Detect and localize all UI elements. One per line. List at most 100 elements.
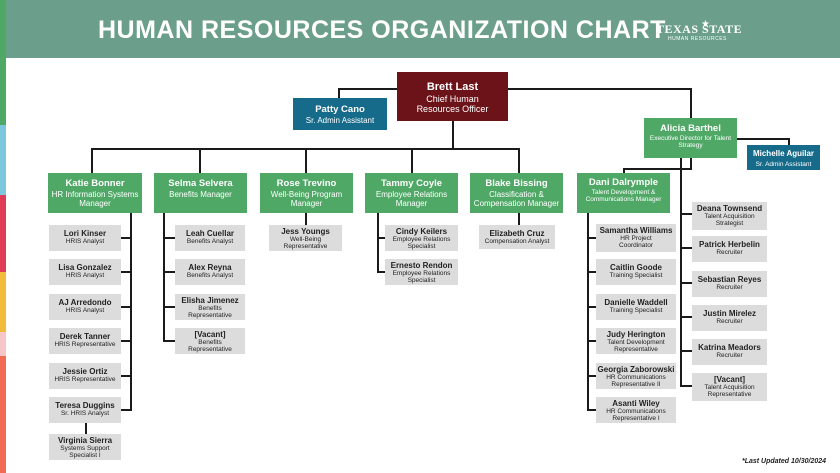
manager-name: Selma Selvera — [168, 178, 233, 189]
manager-box: Katie Bonner HR Information Systems Mana… — [48, 173, 142, 213]
connector — [737, 138, 789, 140]
staff-name: Lisa Gonzalez — [58, 263, 112, 272]
manager-title: Employee Relations Manager — [375, 190, 448, 208]
staff-name: Elizabeth Cruz — [489, 229, 545, 238]
connector — [587, 409, 596, 411]
staff-title: Benefits Representative — [188, 339, 232, 353]
connector — [411, 148, 413, 173]
stripe-coral — [0, 356, 6, 473]
staff-name: Samantha Williams — [599, 226, 673, 235]
manager-name: Katie Bonner — [65, 178, 125, 189]
connector — [121, 237, 132, 239]
connector — [163, 237, 175, 239]
staff-name: Sebastian Reyes — [697, 275, 762, 284]
staff-name: Caitlin Goode — [610, 263, 662, 272]
staff-title: Systems Support Specialist I — [60, 445, 110, 459]
chief-name: Brett Last — [426, 81, 479, 93]
staff-name: Judy Herington — [606, 330, 666, 339]
assistant-exec-title: Sr. Admin Assistant — [755, 161, 812, 168]
staff-title: Benefits Representative — [188, 305, 232, 319]
connector — [305, 213, 307, 225]
star-icon: ★ — [701, 19, 710, 30]
staff-title: HRIS Representative — [54, 341, 116, 348]
manager-name: Dani Dalrymple — [588, 177, 659, 188]
staff-title: HRIS Representative — [54, 376, 116, 383]
staff-name: [Vacant] — [194, 330, 226, 339]
connector — [163, 271, 175, 273]
connector — [690, 158, 692, 170]
staff-name: Danielle Waddell — [604, 298, 668, 307]
staff-name: Jessie Ortiz — [62, 367, 108, 376]
staff-name: Lori Kinser — [63, 229, 107, 238]
connector — [623, 168, 625, 173]
connector — [163, 213, 165, 342]
connector — [680, 158, 682, 386]
staff-name: Alex Reyna — [188, 263, 232, 272]
staff-title: Sr. HRIS Analyst — [60, 410, 110, 417]
staff-title: HRIS Analyst — [65, 307, 105, 314]
manager-name: Rose Trevino — [276, 178, 337, 189]
manager-box: Dani Dalrymple Talent Development & Comm… — [577, 173, 670, 213]
staff-name: Katrina Meadors — [698, 343, 761, 352]
stripe-green — [0, 0, 6, 125]
connector — [587, 375, 596, 377]
staff-title: Benefits Analyst — [186, 272, 234, 279]
connector — [623, 168, 692, 170]
staff-name: Derek Tanner — [59, 332, 111, 341]
connector — [121, 375, 132, 377]
connector — [680, 282, 692, 284]
connector — [121, 409, 132, 411]
staff-title: Recruiter — [716, 318, 743, 325]
staff-title: Talent Development Representative — [607, 339, 665, 353]
connector — [452, 121, 454, 150]
connector — [199, 148, 201, 173]
staff-title: HRIS Analyst — [65, 272, 105, 279]
connector — [508, 88, 691, 90]
staff-name: Patrick Herbelin — [699, 240, 760, 249]
stripe-red — [0, 195, 6, 272]
executive-box: Alicia Barthel Executive Director for Ta… — [644, 118, 737, 158]
staff-name: Ernesto Rendon — [390, 261, 453, 270]
staff-name: Leah Cuellar — [185, 229, 234, 238]
connector — [130, 213, 132, 410]
connector — [587, 340, 596, 342]
connector — [163, 340, 175, 342]
connector — [587, 237, 596, 239]
connector — [338, 88, 397, 90]
connector — [587, 306, 596, 308]
stripe-blue — [0, 125, 6, 195]
manager-name: Tammy Coyle — [380, 178, 443, 189]
manager-title: Benefits Manager — [169, 190, 232, 199]
assistant-chief-name: Patty Cano — [315, 104, 365, 115]
chief-box: Brett Last Chief Human Resources Officer — [397, 72, 508, 121]
manager-title: Classification & Compensation Manager — [473, 190, 560, 208]
staff-title: Employee Relations Specialist — [392, 236, 451, 250]
connector — [85, 422, 87, 434]
manager-title: Talent Development & Communications Mana… — [585, 189, 662, 203]
staff-title: Compensation Analyst — [484, 238, 550, 245]
connector — [121, 271, 132, 273]
connector — [680, 385, 692, 387]
assistant-exec-box: Michelle Aguilar Sr. Admin Assistant — [747, 145, 820, 170]
staff-title: Talent Acquisition Strategist — [704, 213, 755, 227]
staff-box: [Vacant]Benefits Representative — [175, 328, 245, 354]
staff-title: Well-Being Representative — [283, 236, 328, 250]
manager-box: Selma Selvera Benefits Manager — [154, 173, 247, 213]
manager-box: Blake Bissing Classification & Compensat… — [470, 173, 563, 213]
staff-title: Training Specialist — [609, 307, 663, 314]
staff-title: HR Project Coordinator — [619, 235, 653, 249]
staff-title: Training Specialist — [609, 272, 663, 279]
connector — [121, 306, 132, 308]
connector — [305, 148, 307, 173]
